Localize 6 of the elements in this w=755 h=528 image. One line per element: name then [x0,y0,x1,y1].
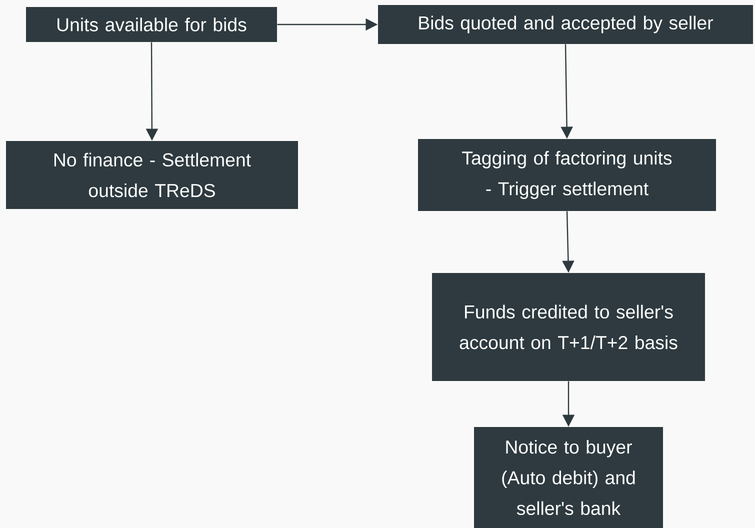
process-box: Funds credited to seller's account on T+1/T+2 basis [432,273,705,381]
process-box: Tagging of factoring units - Trigger settlement [418,139,716,211]
process-box: Notice to buyer (Auto debit) and seller's bank [474,427,663,528]
process-box: Bids quoted and accepted by seller [378,5,754,44]
process-box: No finance - Settlement outside TReDS [6,141,298,209]
process-box: Units available for bids [26,7,277,42]
